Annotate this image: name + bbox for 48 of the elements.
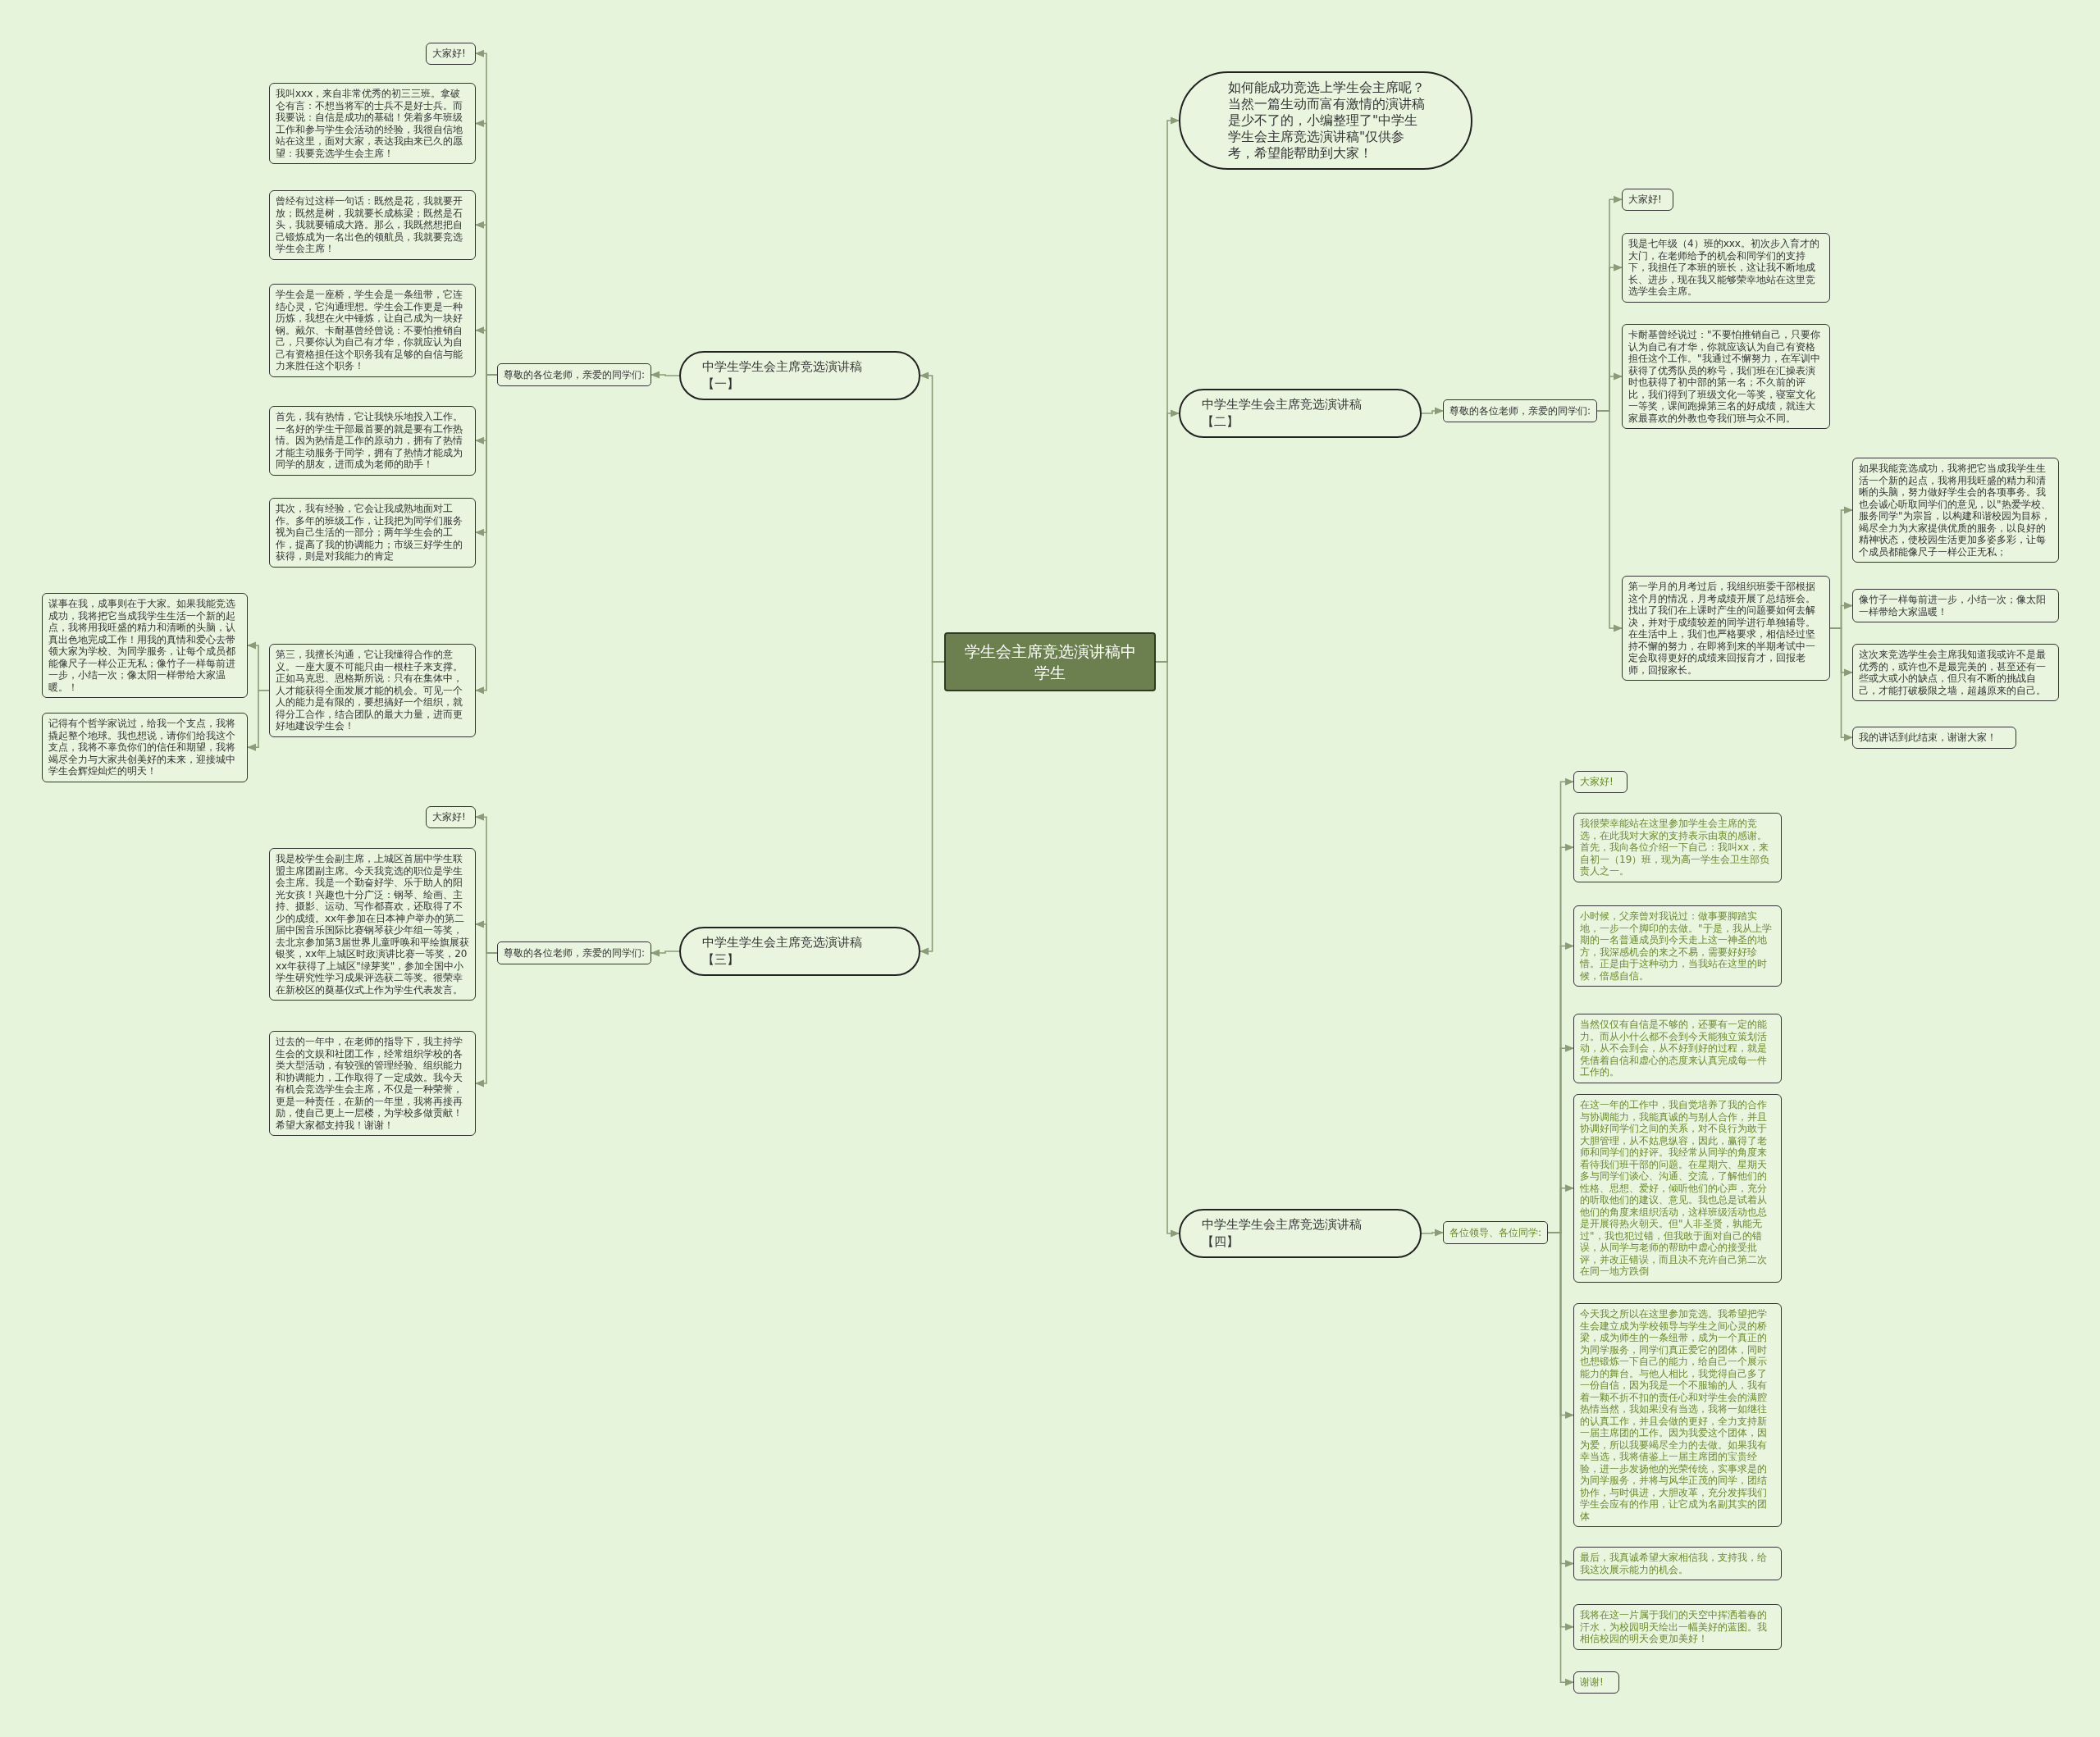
text-card: 我的讲话到此结束，谢谢大家！ [1852, 727, 2016, 749]
text-card: 如果我能竞选成功，我将把它当成我学生生活一个新的起点，我将用我旺盛的精力和清晰的头脑，努力做好学生会的各项事务。我也会诚心听取同学们的意见，以"热爱学校、服务同学"为宗旨，以构建和谐校园为目标，竭尽全力为大家提供优质的服务，以良好的精神状态，使校园生活更加多姿多彩，让每个成员都能像尺子一样公正无私； [1852, 458, 2059, 563]
text-card: 像竹子一样每前进一步，小结一次；像太阳一样带给大家温暖！ [1852, 589, 2059, 622]
text-card: 第三，我擅长沟通，它让我懂得合作的意义。一座大厦不可能只由一根柱子来支撑。正如马克思、恩格斯所说：只有在集体中，人才能获得全面发展才能的机会。可见一个人的能力是有限的，要想搞好一个组织，就得分工合作，结合团队的最大力量，进而更好地建设学生会！ [269, 644, 476, 737]
text-card: 今天我之所以在这里参加竞选。我希望把学生会建立成为学校领导与学生之间心灵的桥梁，成为师生的一条纽带，成为一个真正的为同学服务，同学们真正爱它的团体，同时也想锻炼一下自己的能力，给自己一个展示能力的舞台。与他人相比，我觉得自己多了一份自信，因为我是一个不服输的人，我有着一颗不折不扣的责任心和对学生会的满腔热情当然，我如果没有当选，我将一如继往的认真工作，并且会做的更好，全力支持新一届主席团的工作。因为我爱这个团体，因为爱，所以我要竭尽全力的去做。如果我有幸当选，我将借鉴上一届主席团的宝贵经验，进一步发扬他的光荣传统，实事求是的为同学服务，并将与风华正茂的同学，团结协作，与时俱进，大胆改革，充分发挥我们学生会应有的作用，让它成为名副其实的团体 [1573, 1303, 1782, 1527]
connector-arrow [1596, 410, 1623, 632]
text-card: 曾经有过这样一句话：既然是花，我就要开放；既然是树，我就要长成栋梁；既然是石头，我就要铺成大路。那么，我既然想把自己锻炼成为一名出色的领航员，我就要竞选学生会主席！ [269, 190, 476, 260]
text-card: 小时候，父亲曾对我说过：做事要脚踏实地，一步一个脚印的去做。"于是，我从上学期的一名普通成员到今天走上这一神圣的地方，我深感机会的来之不易，需要好好珍惜。正是由于这种动力，当我站在这里的时候，倍感自信。 [1573, 905, 1782, 987]
connector-arrow [650, 371, 680, 379]
branch-topic: 中学生学生会主席竞选演讲稿【四】 [1179, 1209, 1422, 1258]
connector-arrow [650, 949, 680, 957]
greeting-box: 尊敬的各位老师，亲爱的同学们: [497, 363, 652, 386]
branch-topic: 中学生学生会主席竞选演讲稿【三】 [679, 927, 920, 976]
text-card: 在这一年的工作中，我自觉培养了我的合作与协调能力，我能真诚的与别人合作，并且协调好同学们之间的关系，对不良行为敢于大胆管理，从不姑息纵容，因此，赢得了老师和同学们的好评。我经常从同学的角度来看待我们班干部的问题。在星期六、星期天多与同学们谈心、沟通、交流，了解他们的性格、思想、爱好，倾听他们的心声，充分的听取他们的建议、意见。我也总是试着从他们的角度来组织活动，这样班级活动也总是开展得热火朝天。但"人非圣贤，孰能无过"，我也犯过错，但我敢于面对自己的错误，从同学与老师的帮助中虚心的接受批评，并改正错误，而且决不充许自己第二次在同一地方跌倒 [1573, 1094, 1782, 1283]
text-card: 我叫xxx，来自非常优秀的初三三班。拿破仑有言：不想当将军的士兵不是好士兵。而我要说：自信是成功的基础！凭着多年班级工作和参与学生会活动的经验，我很自信地站在这里，面对大家，表达我由来已久的愿望：我要竞选学生会主席！ [269, 83, 476, 164]
text-card: 最后，我真诚希望大家相信我，支持我，给我这次展示能力的机会。 [1573, 1547, 1782, 1580]
branch-topic: 中学生学生会主席竞选演讲稿【二】 [1179, 389, 1422, 438]
connector-arrow [1421, 1229, 1445, 1237]
text-card: 谢谢! [1573, 1671, 1619, 1694]
greeting-box: 各位领导、各位同学: [1443, 1221, 1549, 1244]
connector-arrow [919, 661, 945, 955]
central-topic: 学生会主席竞选演讲稿中学生 [944, 632, 1156, 691]
text-card: 大家好! [426, 43, 476, 65]
intro-bubble: 如何能成功竞选上学生会主席呢？当然一篇生动而富有激情的演讲稿是少不了的，小编整理了"中学生学生会主席竞选演讲稿"仅供参考，希望能帮助到大家！ [1179, 71, 1472, 170]
text-card: 我是校学生会副主席，上城区首届中学生联盟主席团副主席。今天我竞选的职位是学生会主席。我是一个勤奋好学、乐于助人的阳光女孩！兴趣也十分广泛：钢琴、绘画、主持、摄影、运动、写作都喜欢，还取得了不少的成绩。xx年参加在日本神户举办的第二届中国音乐国际比赛钢琴获少年组一等奖，去北京参加第3届世界儿童呼唤和平绘旗展获银奖，xx年上城区时政演讲比赛一等奖，20xx年获得了上城区"绿芽奖"，参加全国中小学生研究性学习成果评选获二等奖。很荣幸在新校区的奠基仪式上作为学生代表发言。 [269, 848, 476, 1001]
text-card: 当然仅仅有自信是不够的，还要有一定的能力。而从小什么都不会到今天能独立策划活动，从不会到会，从不好到好的过程，就是凭借着自信和虚心的态度来认真完成每一件工作的。 [1573, 1014, 1782, 1083]
text-card: 大家好! [426, 806, 476, 828]
connector-arrow [1829, 627, 1854, 741]
connector-arrow [474, 952, 498, 1087]
greeting-box: 尊敬的各位老师，亲爱的同学们: [1443, 399, 1598, 422]
text-card: 谋事在我，成事则在于大家。如果我能竞选成功，我将把它当成我学生生活一个新的起点，我将用我旺盛的精力和清晰的头脑，认真出色地完成工作！用我的真情和爱心去带领大家为学校、为同学服务，让每个成员都能像尺子一样公正无私；像竹子一样每前进一步，小结一次；像太阳一样带给大家温暖。！ [42, 593, 248, 698]
text-card: 卡耐基曾经说过："不要怕推销自己，只要你认为自己有才华，你就应该认为自己有资格担任这个工作。"我通过不懈努力，在军训中获得了优秀队员的称号，我们班在汇操表演时也获得了初中部的第一名；不久前的评比，我们得到了班级文化一等奖，寝室文化一等奖，课间跑操第三名的好成绩，就连大家最喜欢的外教也夸我们班与众不同。 [1622, 324, 1830, 429]
greeting-box: 尊敬的各位老师，亲爱的同学们: [497, 941, 652, 964]
text-card: 我很荣幸能站在这里参加学生会主席的竞选，在此我对大家的支持表示由衷的感谢。首先，我向各位介绍一下自己：我叫xx，来自初一（19）班，现为高一学生会卫生部负责人之一。 [1573, 813, 1782, 882]
text-card: 记得有个哲学家说过，给我一个支点，我将撬起整个地球。我也想说，请你们给我这个支点，我将不辜负你们的信任和期望，我将竭尽全力与大家共创美好的未来，迎接城中学生会辉煌灿烂的明天！ [42, 713, 248, 782]
text-card: 学生会是一座桥，学生会是一条纽带，它连结心灵，它沟通理想。学生会工作更是一种历炼，我想在火中锤炼，让自己成为一块好钢。戴尔、卡耐基曾经曾说：不要怕推销自己，只要你认为自己有才华，你就应认为自己有资格担任这个职务我有足够的自信与能力来胜任这个职务！ [269, 284, 476, 377]
connector-arrow [246, 689, 270, 751]
text-card: 这次来竞选学生会主席我知道我或许不是最优秀的，或许也不是最完美的，甚至还有一些或大或小的缺点，但只有不断的挑战自己，才能打破极限之墙，超越原来的自己。 [1852, 644, 2059, 701]
text-card: 大家好! [1573, 771, 1628, 793]
text-card: 我是七年级（4）班的xxx。初次步入育才的大门，在老师给予的机会和同学们的支持下，我担任了本班的班长，这让我不断地成长、进步，现在我又能够荣幸地站在这里竞选学生会主席。 [1622, 233, 1830, 303]
connector-arrow [1421, 407, 1445, 415]
text-card: 过去的一年中，在老师的指导下，我主持学生会的文娱和社团工作，经常组织学校的各类大型活动，有较强的管理经验、组织能力和协调能力，工作取得了一定成效。我今天有机会竞选学生会主席，不仅是一种荣誉，更是一种责任，在新的一年里，我将再接再励，使自己更上一层楼，为学校多做贡献！希望大家都支持我！谢谢！ [269, 1031, 476, 1136]
branch-topic: 中学生学生会主席竞选演讲稿【一】 [679, 351, 920, 400]
text-card: 第一学月的月考过后，我组织班委干部根据这个月的情况，月考成绩开展了总结班会。找出了我们在上课时产生的问题要如何去解决，并对于成绩较差的同学进行单独辅导。在生活中上，我们也严格要求，相信经过坚持不懈的努力，在即将到来的半期考试中一定会取得更好的成绩来回报育才，回报老师，回报家长。 [1622, 576, 1830, 681]
text-card: 我将在这一片属于我们的天空中挥洒着春的汗水，为校园明天绘出一幅美好的蓝图。我相信校园的明天会更加美好！ [1573, 1604, 1782, 1650]
text-card: 首先，我有热情，它让我快乐地投入工作。一名好的学生干部最首要的就是要有工作热情。因为热情是工作的原动力，拥有了热情才能主动服务于同学，拥有了热情才能成为同学的朋友，进而成为老师的助手！ [269, 406, 476, 476]
text-card: 大家好! [1622, 189, 1673, 211]
text-card: 其次，我有经验，它会让我成熟地面对工作。多年的班级工作，让我把为同学们服务视为自己生活的一部分；两年学生会的工作，提高了我的协调能力；市级三好学生的获得，则是对我能力的肯定 [269, 498, 476, 568]
